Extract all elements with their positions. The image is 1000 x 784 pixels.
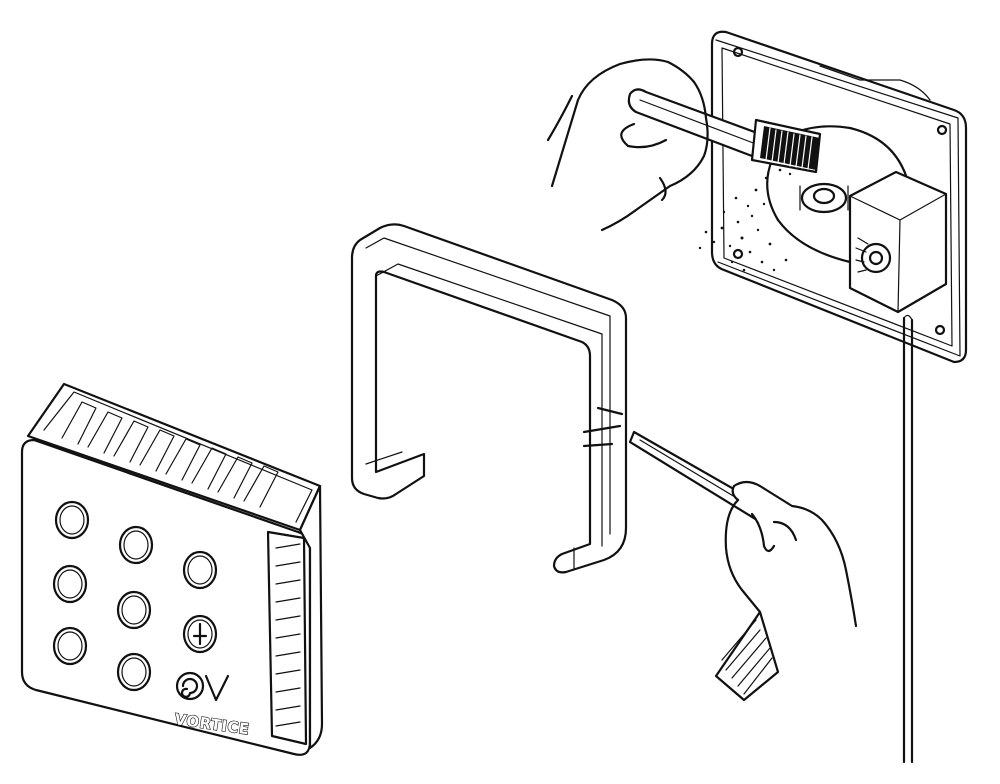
hand-cleaning-filter	[628, 430, 858, 702]
top-vent-slats	[61, 401, 279, 508]
filter-frame	[350, 223, 628, 574]
side-vent-slats	[275, 543, 301, 727]
hand-with-brush	[546, 58, 822, 232]
fan-unit	[698, 30, 968, 764]
control-buttons	[52, 500, 218, 692]
shine-marks	[582, 406, 624, 448]
dust-particles	[698, 168, 792, 272]
fan-front-cover: VORTICE	[20, 382, 324, 756]
